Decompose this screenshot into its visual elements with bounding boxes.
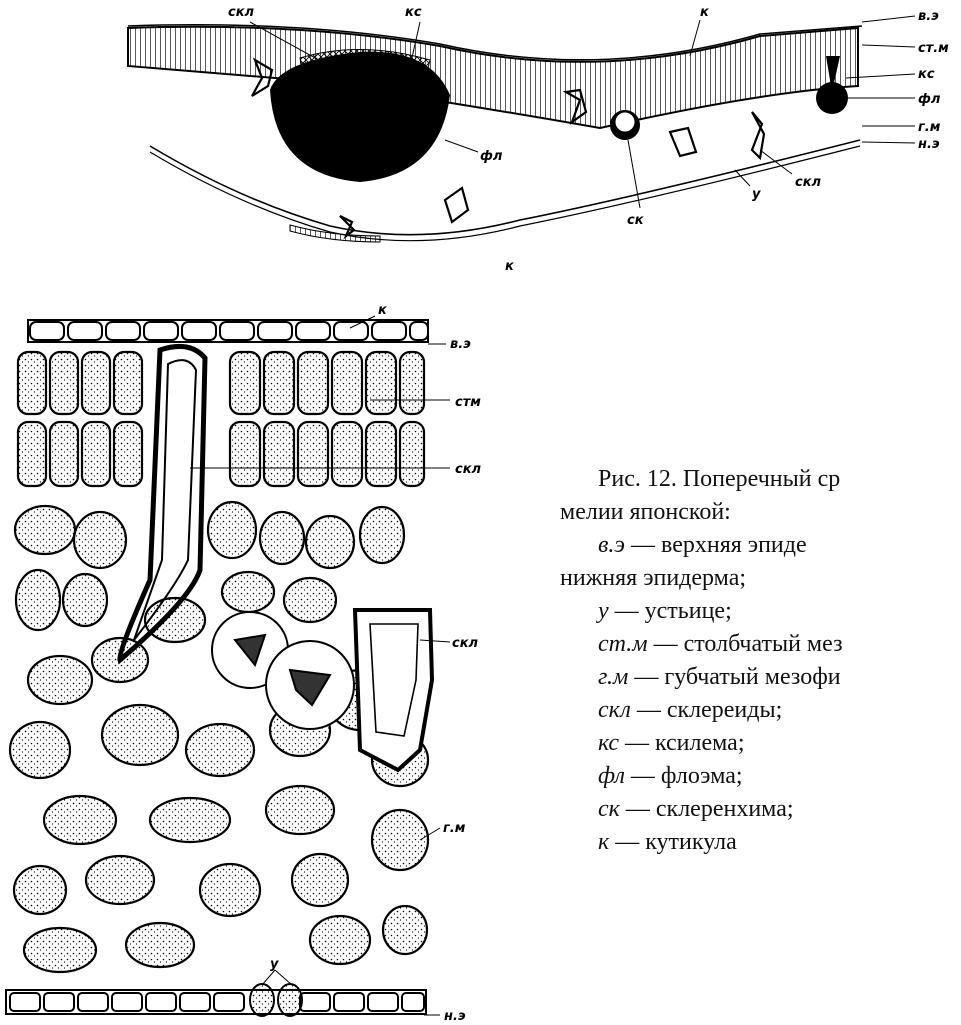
legend-entry: у — устьице; — [560, 595, 961, 628]
top-label-skl: скл — [228, 5, 255, 20]
leaf-cellular-diagram: к в.э стм скл скл г.м у н.э — [0, 280, 540, 1025]
top-label-fl-right: фл — [918, 92, 941, 107]
legend-entry-ne: нижняя эпидерма; — [560, 562, 961, 595]
leaf-overview-diagram: скл кс к в.э ст.м кс фл г.м н.э фл скл у… — [0, 0, 961, 275]
legend-text: — кутикула — [609, 829, 737, 855]
vascular-bundle — [270, 49, 450, 182]
bottom-label-skl-right: скл — [452, 636, 479, 651]
top-label-sk: ск — [627, 213, 645, 228]
legend-abbr: г.м — [598, 664, 628, 690]
legend-text: — ксилема; — [619, 730, 745, 756]
bottom-label-k: к — [378, 303, 388, 318]
legend-text: — губчатый мезофи — [628, 664, 840, 690]
top-label-ve: в.э — [918, 9, 939, 24]
legend-text: — склереиды; — [631, 697, 782, 723]
bottom-label-u: у — [270, 957, 279, 972]
top-label-k: к — [700, 5, 710, 20]
bottom-label-gm: г.м — [443, 821, 466, 836]
caption-title-line-1: Рис. 12. Поперечный ср — [560, 463, 961, 496]
legend-text: — склеренхима; — [620, 796, 794, 822]
top-label-stm: ст.м — [918, 41, 949, 56]
bottom-label-ve: в.э — [450, 337, 471, 352]
sclereid-right — [355, 610, 432, 770]
caption-title-line-2: мелии японской: — [560, 496, 961, 529]
legend-abbr: ст.м — [598, 631, 648, 657]
top-label-ks: кс — [405, 5, 422, 20]
legend-text: — верхняя эпиде — [625, 532, 807, 558]
legend-entry: скл — склереиды; — [560, 694, 961, 727]
bottom-label-ne: н.э — [444, 1009, 466, 1024]
legend-entry: г.м — губчатый мезофи — [560, 661, 961, 694]
legend-abbr: фл — [598, 763, 625, 789]
legend-abbr: скл — [598, 697, 631, 723]
legend-abbr: в.э — [598, 532, 625, 558]
figure-caption: Рис. 12. Поперечный ср мелии японской: в… — [560, 463, 961, 859]
lower-epidermis-row — [6, 990, 426, 1014]
legend-entry: ст.м — столбчатый мез — [560, 628, 961, 661]
top-label-ne: н.э — [918, 137, 940, 152]
legend-text: — столбчатый мез — [648, 631, 843, 657]
legend-entry: кс — ксилема; — [560, 727, 961, 760]
legend-entry-ve: в.э — верхняя эпиде — [560, 529, 961, 562]
legend-abbr: у — [598, 598, 609, 624]
legend-text: — флоэма; — [625, 763, 743, 789]
legend-entry: фл — флоэма; — [560, 760, 961, 793]
bottom-label-stm: стм — [455, 395, 481, 410]
top-label-gm: г.м — [918, 120, 941, 135]
legend-abbr: ск — [598, 796, 620, 822]
top-label-u: у — [752, 187, 761, 202]
palisade-band — [128, 27, 858, 128]
top-label-skl-lower: скл — [795, 175, 822, 190]
legend-entry: ск — склеренхима; — [560, 793, 961, 826]
legend-abbr: кс — [598, 730, 619, 756]
legend-abbr: к — [598, 829, 609, 855]
legend-entry: к — кутикула — [560, 826, 961, 859]
top-label-k-bottom: к — [505, 259, 515, 274]
top-label-ks-right: кс — [918, 67, 935, 82]
top-label-fl: фл — [480, 149, 503, 164]
bottom-label-skl: скл — [455, 462, 482, 477]
legend-text: — устьице; — [609, 598, 732, 624]
